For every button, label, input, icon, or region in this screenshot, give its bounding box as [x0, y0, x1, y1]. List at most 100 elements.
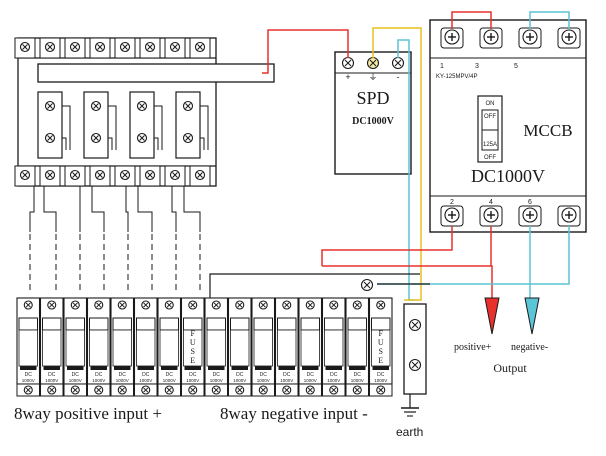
fuse-top-screw-icon[interactable] — [211, 300, 221, 310]
fuse-top-screw-icon[interactable] — [164, 300, 174, 310]
fuse-letter: S — [191, 347, 195, 356]
busbar-bottom-screw-icon[interactable] — [94, 169, 106, 181]
fuse-top-screw-icon[interactable] — [305, 300, 315, 310]
fuse-rating-label: 1000V — [69, 378, 82, 383]
fuse-top-screw-icon[interactable] — [376, 300, 386, 310]
mccb-bottom-terminal-icon[interactable] — [479, 205, 503, 227]
spd-terminal-screw-icon[interactable] — [341, 56, 355, 70]
fuse-top-screw-icon[interactable] — [141, 300, 151, 310]
pole-lower-screw-icon[interactable] — [182, 132, 194, 144]
busbar-bottom-screw-icon[interactable] — [169, 169, 181, 181]
positive-fuse-module[interactable]: DC1000V — [16, 297, 41, 397]
mccb-switch[interactable]: ON OFF 125A OFF — [477, 95, 503, 163]
fuse-bottom-screw-icon[interactable] — [23, 385, 33, 395]
spd-terminal-screw-icon[interactable] — [391, 56, 405, 70]
pole-body — [37, 91, 63, 159]
mccb-top-terminal-icon[interactable] — [518, 27, 542, 49]
fuse-dc-label: DC — [354, 372, 362, 378]
positive-fuse-module[interactable]: DC1000V — [133, 297, 158, 397]
positive-fuse-module[interactable]: DC1000V — [63, 297, 88, 397]
mccb-bottom-terminal-icon[interactable] — [557, 205, 581, 227]
busbar-bottom-screw-icon[interactable] — [119, 169, 131, 181]
fuse-top-screw-icon[interactable] — [70, 300, 80, 310]
screw-slash — [378, 302, 384, 308]
busbar-top-screw-icon[interactable] — [194, 41, 206, 53]
pole-lower-screw-icon[interactable] — [90, 132, 102, 144]
bus-junction-screw-icon[interactable] — [360, 278, 374, 292]
busbar-bottom-screw-icon[interactable] — [194, 169, 206, 181]
fuse-bottom-screw-icon[interactable] — [188, 385, 198, 395]
fuse-bottom-screw-icon[interactable] — [352, 385, 362, 395]
positive-fuse-module[interactable]: DC1000V — [86, 297, 111, 397]
fuse-bottom-screw-icon[interactable] — [329, 385, 339, 395]
mccb-bottom-terminal-icon[interactable] — [518, 205, 542, 227]
fuse-bottom-screw-icon[interactable] — [164, 385, 174, 395]
screw-slash — [47, 44, 53, 50]
earth-terminal-screw-icon[interactable] — [408, 318, 422, 332]
busbar-top-screw-icon[interactable] — [169, 41, 181, 53]
fuse-top-slot — [230, 317, 250, 331]
pole-upper-screw-icon[interactable] — [90, 100, 102, 112]
fuse-bottom-screw-icon[interactable] — [305, 385, 315, 395]
fuse-dark-band — [231, 366, 248, 370]
busbar-top-screw-icon[interactable] — [19, 41, 31, 53]
earth-terminal-screw-icon[interactable] — [408, 358, 422, 372]
negative-fuse-module[interactable]: DC1000V — [321, 297, 346, 397]
spd-terminal-screw-icon[interactable] — [366, 56, 380, 70]
fuse-top-slot — [42, 317, 62, 331]
fuse-top-screw-icon[interactable] — [329, 300, 339, 310]
pole-lower-screw-icon[interactable] — [44, 132, 56, 144]
negative-fuse-module[interactable]: DC1000V — [227, 297, 252, 397]
busbar-top-screw-icon[interactable] — [94, 41, 106, 53]
screw-slash — [307, 387, 313, 393]
mccb-top-terminal-icon[interactable] — [557, 27, 581, 49]
fuse-top-slot — [136, 317, 156, 331]
pole-upper-screw-icon[interactable] — [182, 100, 194, 112]
fuse-bottom-screw-icon[interactable] — [94, 385, 104, 395]
mccb-top-terminal-icon[interactable] — [440, 27, 464, 49]
fuse-bottom-screw-icon[interactable] — [258, 385, 268, 395]
fuse-top-screw-icon[interactable] — [235, 300, 245, 310]
fuse-bottom-screw-icon[interactable] — [47, 385, 57, 395]
fuse-top-screw-icon[interactable] — [23, 300, 33, 310]
busbar-top-screw-icon[interactable] — [69, 41, 81, 53]
negative-fuse-module[interactable]: DC1000V — [251, 297, 276, 397]
fuse-bottom-screw-icon[interactable] — [141, 385, 151, 395]
fuse-bottom-screw-icon[interactable] — [117, 385, 127, 395]
negative-fuse-module[interactable]: DC1000V — [204, 297, 229, 397]
busbar-top-screw-icon[interactable] — [44, 41, 56, 53]
fuse-top-screw-icon[interactable] — [94, 300, 104, 310]
pole-upper-screw-icon[interactable] — [136, 100, 148, 112]
fuse-bottom-screw-icon[interactable] — [282, 385, 292, 395]
negative-fuse-module[interactable]: DC1000V — [274, 297, 299, 397]
mccb-bottom-terminal-icon[interactable] — [440, 205, 464, 227]
busbar-top-screw-icon[interactable] — [144, 41, 156, 53]
busbar-bottom-screw-icon[interactable] — [69, 169, 81, 181]
fuse-top-screw-icon[interactable] — [258, 300, 268, 310]
negative-fuse-module[interactable]: DC1000V — [345, 297, 370, 397]
fuse-top-screw-icon[interactable] — [352, 300, 362, 310]
fuse-bottom-screw-icon[interactable] — [235, 385, 245, 395]
mccb-top-terminal-icon[interactable] — [479, 27, 503, 49]
busbar-bottom-screw-icon[interactable] — [144, 169, 156, 181]
positive-fuse-module[interactable]: DC1000V — [39, 297, 64, 397]
fuse-top-screw-icon[interactable] — [282, 300, 292, 310]
fuse-bottom-screw-icon[interactable] — [376, 385, 386, 395]
fuse-top-screw-icon[interactable] — [117, 300, 127, 310]
positive-fuse-module[interactable]: DC1000V — [157, 297, 182, 397]
pole-lower-screw-icon[interactable] — [136, 132, 148, 144]
mccb-model: KY-125MPV/4P — [436, 74, 477, 80]
busbar-bottom-screw-icon[interactable] — [44, 169, 56, 181]
fuse-bottom-screw-icon[interactable] — [211, 385, 221, 395]
busbar-bottom-screw-icon[interactable] — [19, 169, 31, 181]
fuse-top-screw-icon[interactable] — [47, 300, 57, 310]
output-label: Output — [493, 361, 527, 375]
busbar-top-screw-icon[interactable] — [119, 41, 131, 53]
fuse-top-screw-icon[interactable] — [188, 300, 198, 310]
fuse-bottom-screw-icon[interactable] — [70, 385, 80, 395]
negative-fuse-module[interactable]: DC1000V — [298, 297, 323, 397]
positive-fuse-module[interactable]: DC1000V — [110, 297, 135, 397]
pole-upper-screw-icon[interactable] — [44, 100, 56, 112]
